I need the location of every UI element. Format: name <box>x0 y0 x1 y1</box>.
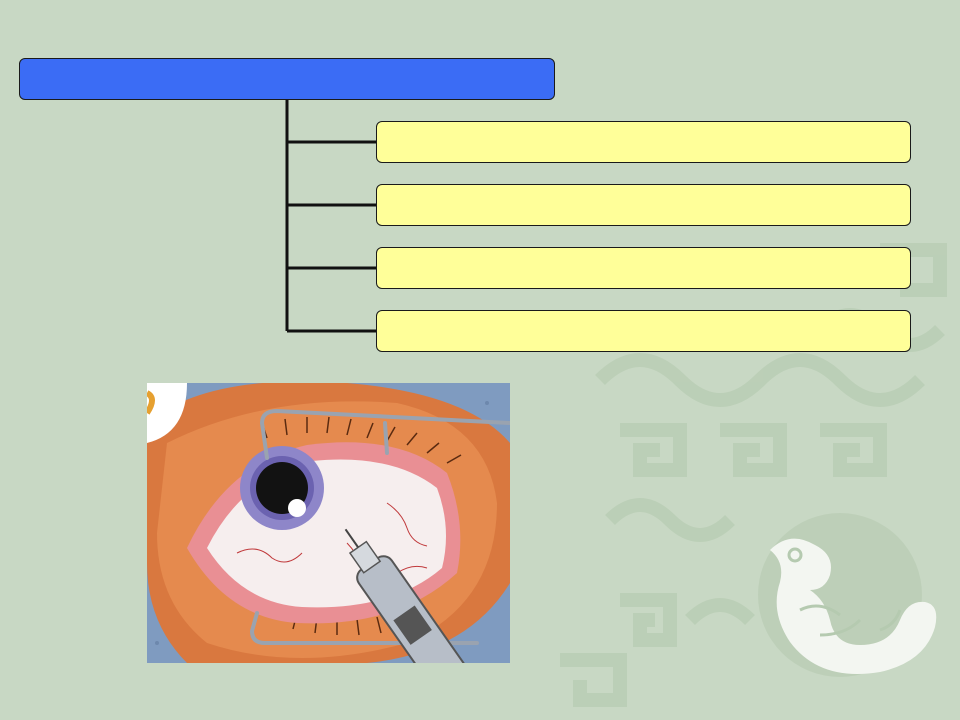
eye-surgery-illustration <box>147 383 510 663</box>
diagram-child-box-1 <box>376 121 911 163</box>
diagram-child-box-2 <box>376 184 911 226</box>
jade-dragon-emblem-icon <box>758 513 937 677</box>
diagram-root-box <box>19 58 555 100</box>
diagram-child-box-3 <box>376 247 911 289</box>
diagram-child-box-4 <box>376 310 911 352</box>
